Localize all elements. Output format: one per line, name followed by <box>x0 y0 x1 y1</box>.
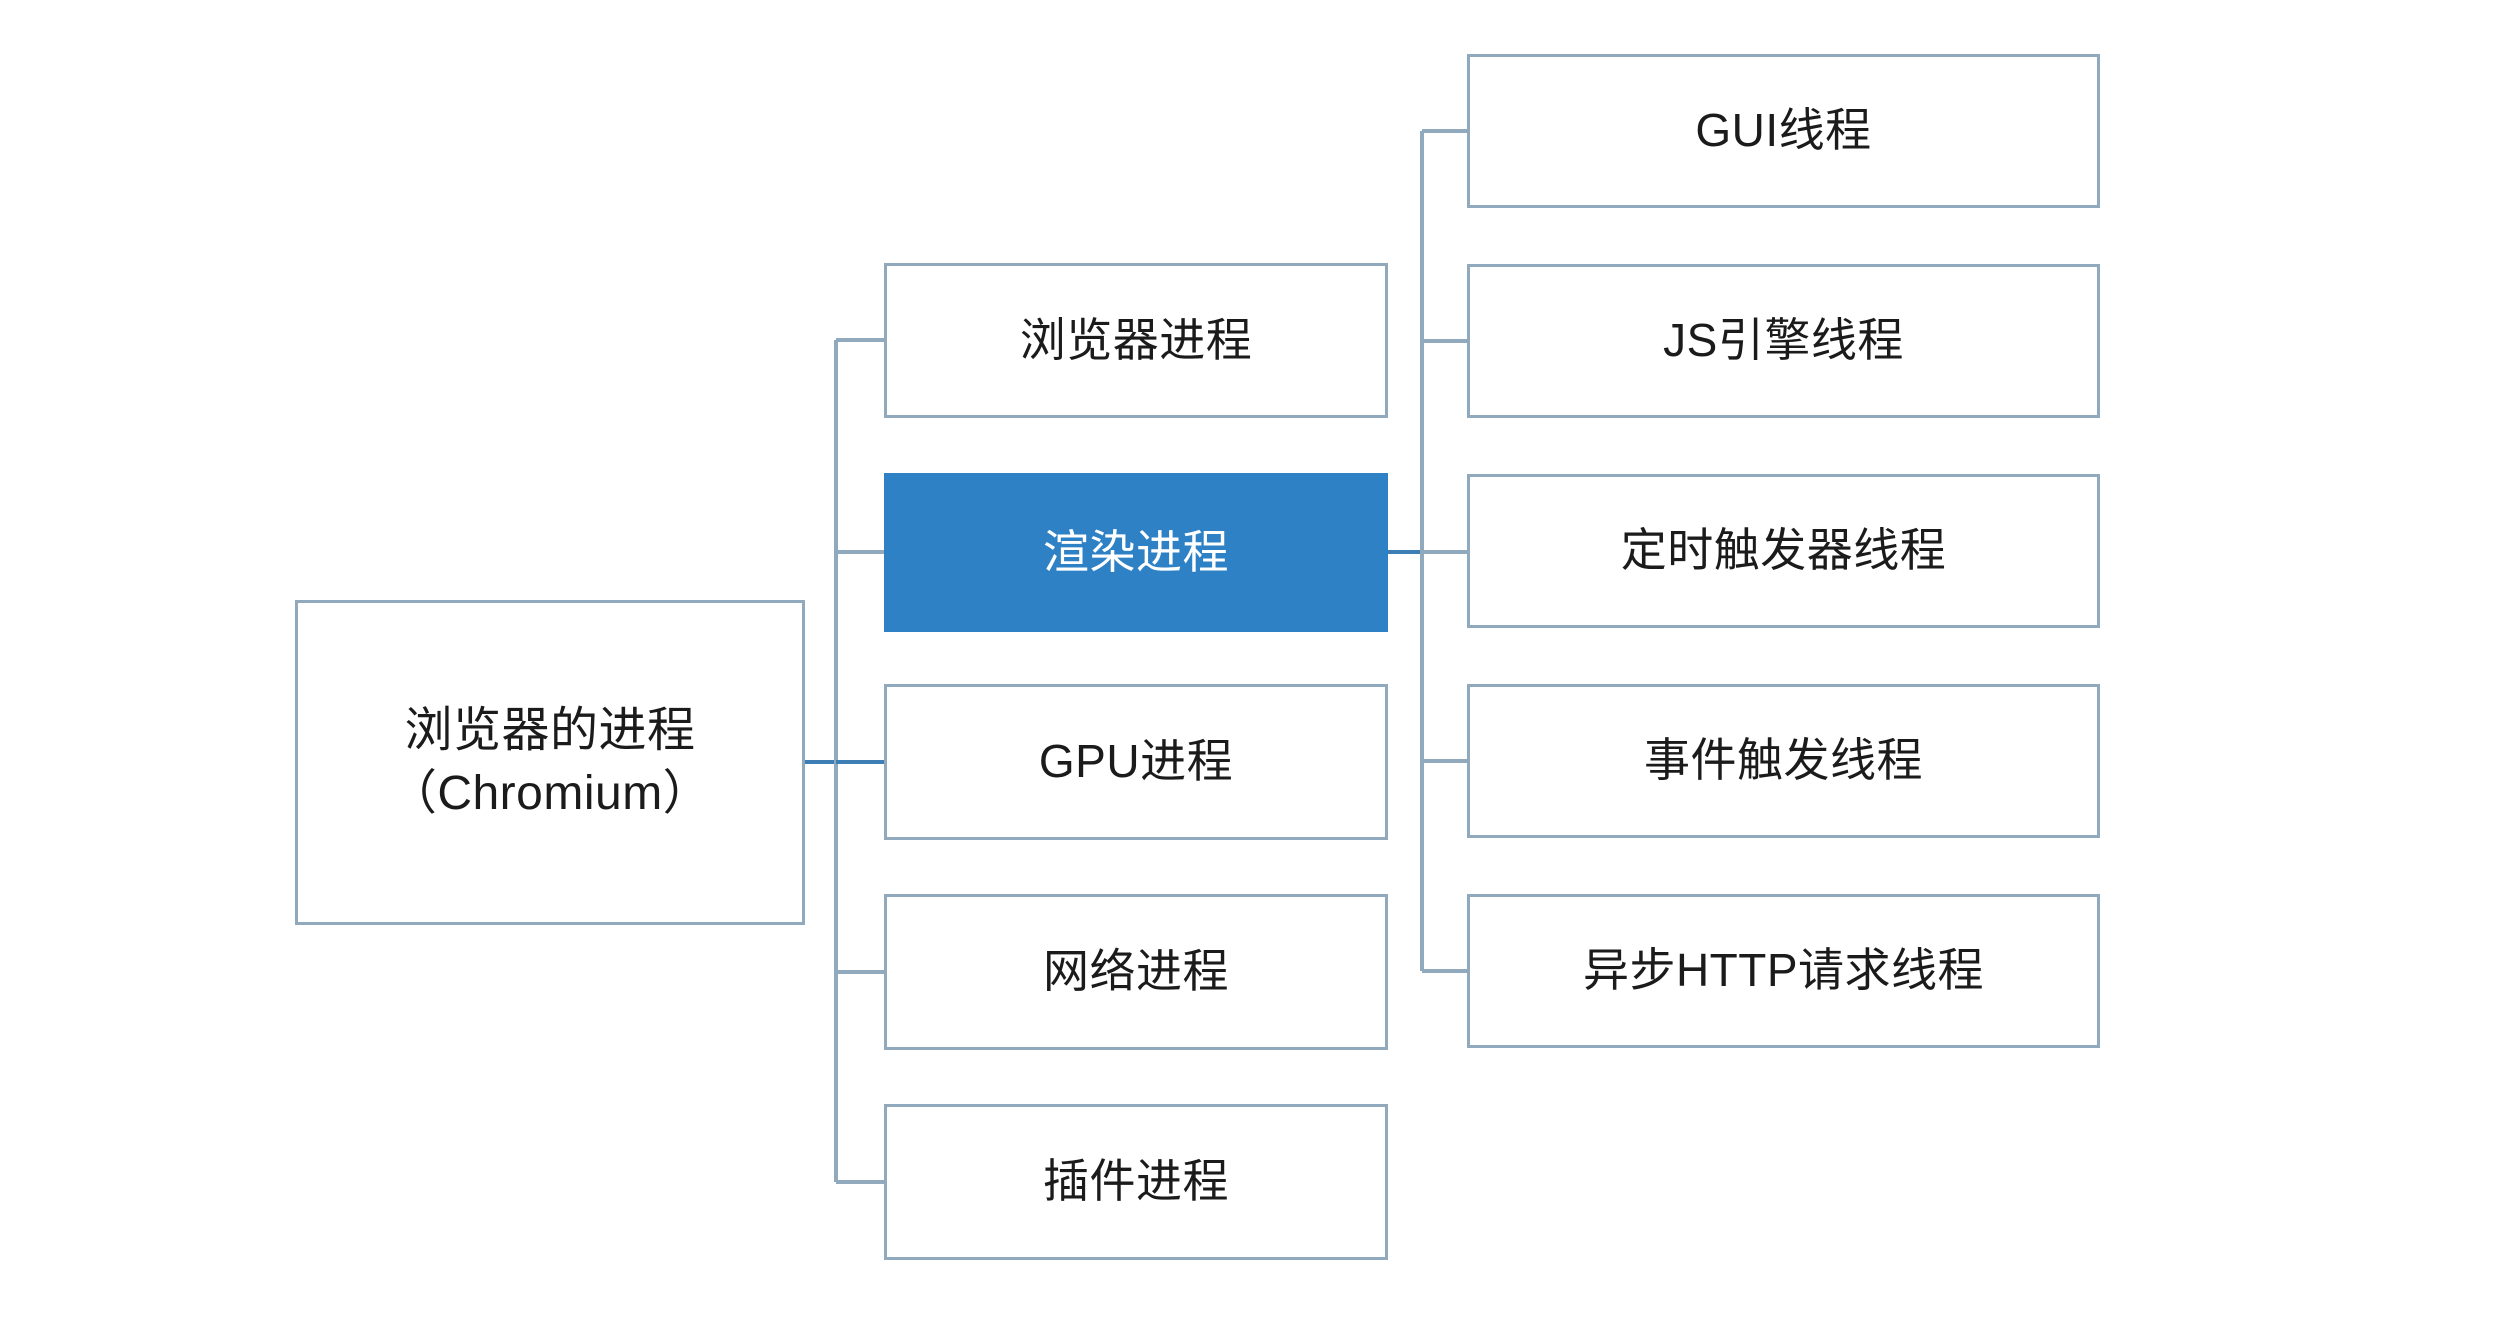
node-process-browser[interactable]: 浏览器进程 <box>884 263 1388 418</box>
node-process-browser-label: 浏览器进程 <box>1019 313 1253 366</box>
node-process-gpu[interactable]: GPU进程 <box>884 684 1388 840</box>
node-process-network[interactable]: 网络进程 <box>884 894 1388 1050</box>
node-root-label: 浏览器的进程 （Chromium） <box>388 704 712 820</box>
node-thread-gui[interactable]: GUI线程 <box>1467 54 2100 208</box>
node-process-renderer-label: 渲染进程 <box>1043 525 1229 578</box>
node-thread-timer-label: 定时触发器线程 <box>1620 524 1947 577</box>
node-thread-event-trigger-label: 事件触发线程 <box>1644 734 1923 787</box>
node-thread-js-engine-label: JS引擎线程 <box>1663 314 1904 367</box>
node-thread-event-trigger[interactable]: 事件触发线程 <box>1467 684 2100 838</box>
node-process-plugin[interactable]: 插件进程 <box>884 1104 1388 1260</box>
node-root-browser-process[interactable]: 浏览器的进程 （Chromium） <box>295 600 805 925</box>
node-thread-async-http[interactable]: 异步HTTP请求线程 <box>1467 894 2100 1048</box>
node-process-gpu-label: GPU进程 <box>1038 735 1234 788</box>
node-process-plugin-label: 插件进程 <box>1043 1155 1229 1208</box>
node-process-network-label: 网络进程 <box>1043 945 1229 998</box>
node-thread-js-engine[interactable]: JS引擎线程 <box>1467 264 2100 418</box>
node-thread-gui-label: GUI线程 <box>1695 104 1872 157</box>
node-thread-timer[interactable]: 定时触发器线程 <box>1467 474 2100 628</box>
node-process-renderer[interactable]: 渲染进程 <box>884 473 1388 632</box>
node-thread-async-http-label: 异步HTTP请求线程 <box>1582 944 1985 997</box>
